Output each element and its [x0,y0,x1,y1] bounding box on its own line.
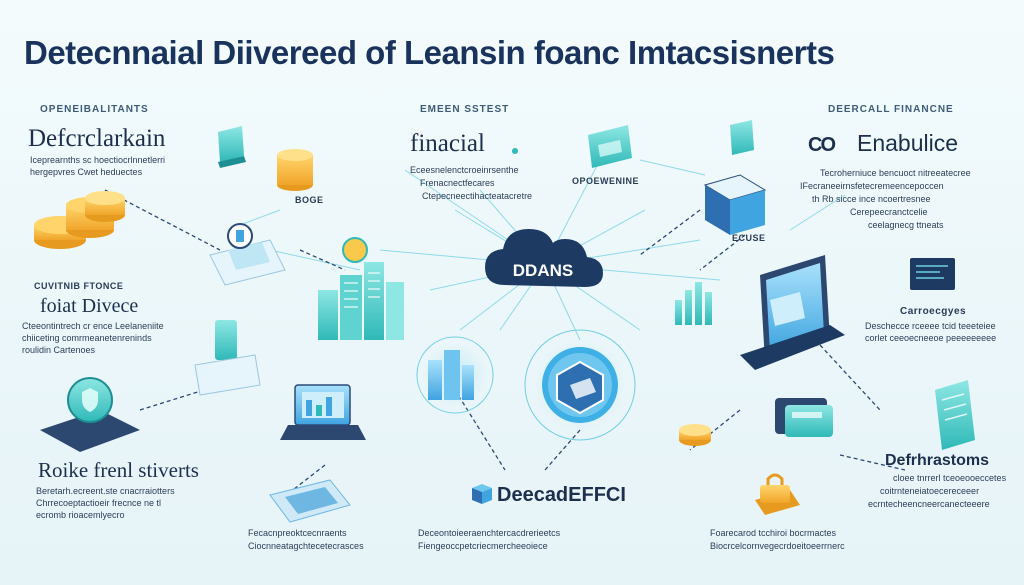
left-bottom-line: Beretarh.ecreent.ste cnacrraiotters [36,486,175,496]
right-bottom-heading: Defrhrastoms [885,452,990,469]
card-icon [218,126,246,168]
bank-tag: BOGE [295,195,324,205]
coin-stack-icon [277,149,313,191]
monitor-icon [280,384,366,440]
center-top-line: Ctepecneectihacteatacretre [422,191,533,201]
right-mid-line: corlet ceeoecneeoe peeeeeeeee [865,333,997,343]
bottom-left-line: Fecacnpreoktcecnraents [248,528,347,538]
cube-icon [472,484,492,504]
left-mid-line: roulidin Cartenoes [22,345,96,355]
shield-icon [40,377,140,452]
right-top-line: th Rb sicce ince ncoertresnee [812,194,931,204]
page-title: Detecnnaial Diivereed of Leansin foanc I… [24,34,835,71]
center-bottom-heading: DeecadEFFCI [497,484,626,506]
right-mid-kicker: Carroecgyes [900,306,967,317]
right-top-kicker: DEERCALL FINANCNE [828,104,954,115]
card-icon [775,398,833,437]
center-top-kicker: EMEEN SSTEST [420,104,510,115]
building-icon [318,237,404,340]
monitor-icon [910,258,955,290]
right-top-line: Tecroherniuce bencuoct nitreeatecree [820,168,971,178]
vault-icon [703,120,767,235]
coin-icon [679,424,711,446]
cloud-label: DDANS [513,261,573,280]
monitor-icon [740,255,845,370]
bottom-right-line: Foarecarod tcchiroi bocrmactes [710,528,837,538]
coin-stack-icon [34,191,125,249]
chart-icon [675,282,712,325]
right-top-line: IFecraneeirnsfetecremeencepoccen [800,181,944,191]
left-mid-line: Cteeontintrech cr ence Leelaneniite [22,321,164,331]
platform-icon [269,479,351,523]
center-top-line: Eceesnelenctcroeinrsenthe [410,165,519,175]
cloud-icon: DDANS [485,229,603,287]
right-bottom-line: coitrnteneiatoecereceeer [880,486,980,496]
phone-icon [935,380,975,450]
document-icon [209,223,286,286]
right-mid-line: Deschecce rceeee tcid teeeteiee [865,321,996,331]
left-bottom-line: Chrrecoeptactioeir frecnce ne tl [36,498,162,508]
left-top-kicker: OPENEIBALITANTS [40,104,149,115]
left-top-line: hergepvres Cwet heduectes [30,167,143,177]
center-bottom-line: Deceontoieeraenchtercacdrerieetcs [418,528,561,538]
right-top-line: ceelagnecg ttneats [868,220,944,230]
vault-tag: ECUSE [732,233,766,243]
left-bottom-heading: Roike frenl stiverts [38,458,199,482]
monitor-icon [588,125,632,168]
right-bottom-line: cloee tnrrerl tceoeooeccetes [893,473,1007,483]
center-top-line: Frenacnectfecares [420,178,495,188]
center-bottom-line: Fiengeoccpetcriecmercheeoiece [418,541,548,551]
dot-icon [512,148,518,154]
left-mid-line: chiiceting comrmeanetenreninds [22,333,152,343]
left-top-line: Iceprearnths sc hoectiocrlnnetlerri [30,155,166,165]
left-mid-kicker: CUVITNIB FTONCE [34,281,124,291]
logo-icon: CO [808,134,836,156]
right-top-line: Cerepeecranctcelie [850,207,928,217]
right-top-heading: Enabulice [857,130,959,156]
building-icon [423,343,487,407]
left-bottom-line: ecromb rioacemlyecro [36,510,125,520]
center-top-heading: finacial [410,130,485,157]
vault-icon [534,339,626,431]
left-mid-heading: foiat Divece [40,295,139,317]
left-top-heading: Defcrclarkain [28,125,166,152]
right-bottom-line: ecrntecheencneercanecteeere [868,499,990,509]
bottom-left-line: Ciocnneatagchtecetecrasces [248,541,364,551]
phone-icon [194,320,261,396]
bottom-right-line: Biocrcelcornvegecrdoeitoeerrnerc [710,541,845,551]
lock-icon [755,473,800,515]
center-tag: OPOEWENINE [572,176,640,186]
